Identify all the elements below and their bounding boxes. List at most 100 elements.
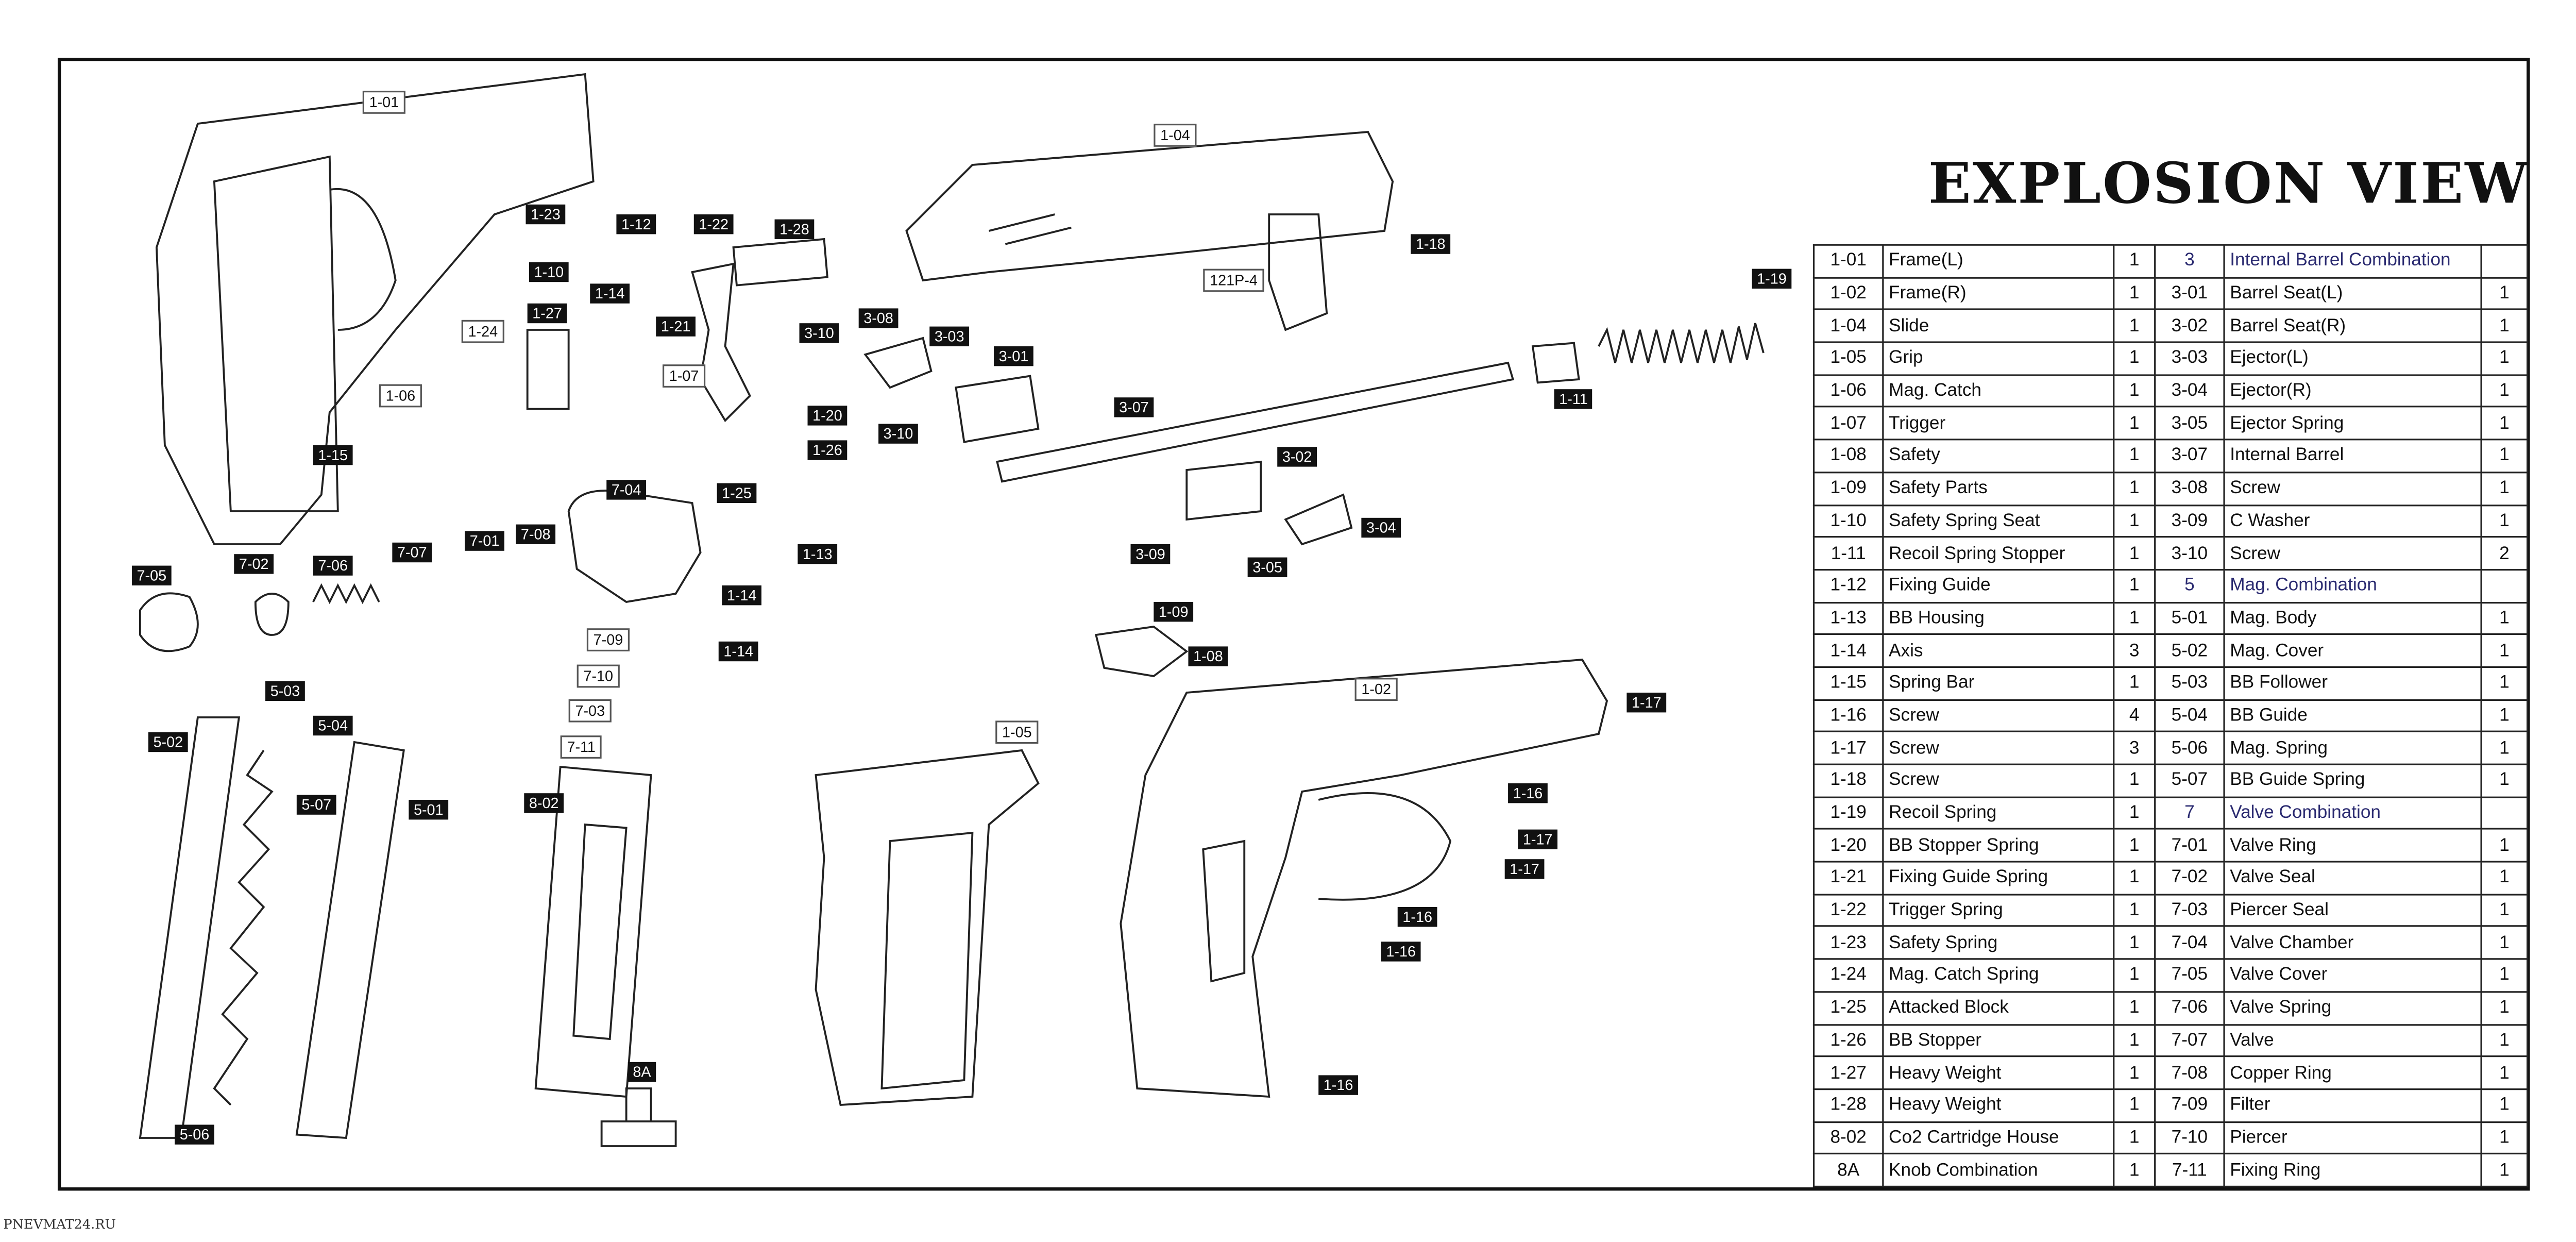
- callout-1-14: 1-14: [722, 585, 761, 606]
- callout-5-02: 5-02: [148, 732, 188, 752]
- part-qty: 1: [2480, 439, 2529, 473]
- callout-5-06: 5-06: [175, 1124, 214, 1145]
- part-qty: 1: [2480, 926, 2529, 960]
- part-name: Ejector(L): [2223, 341, 2482, 376]
- callout-7-03: 7-03: [568, 699, 612, 723]
- part-name: Barrel Seat(R): [2223, 309, 2482, 343]
- part-name: Heavy Weight: [1882, 1088, 2115, 1122]
- part-code: 1-26: [1812, 1023, 1884, 1058]
- part-qty: 1: [2480, 698, 2529, 733]
- part-code: 7-11: [2154, 1153, 2225, 1187]
- part-name: Piercer: [2223, 1120, 2482, 1155]
- part-name: BB Stopper Spring: [1882, 828, 2115, 863]
- part-qty: 3: [2113, 633, 2156, 668]
- part-name: Mag. Catch: [1882, 374, 2115, 408]
- part-code: 5-01: [2154, 601, 2225, 635]
- part-code: 3-03: [2154, 341, 2225, 376]
- part-code: 7-03: [2154, 893, 2225, 928]
- part-code: 7-09: [2154, 1088, 2225, 1122]
- part-code: 8-02: [1812, 1120, 1884, 1155]
- part-code: 3-07: [2154, 439, 2225, 473]
- part-qty: 1: [2480, 958, 2529, 993]
- part-name: Safety Parts: [1882, 471, 2115, 506]
- part-code: 1-12: [1812, 568, 1884, 603]
- part-name: Internal Barrel: [2223, 439, 2482, 473]
- part-name: Valve: [2223, 1023, 2482, 1058]
- callout-1-16: 1-16: [1508, 783, 1548, 803]
- part-qty: 2: [2480, 536, 2529, 570]
- callout-7-11: 7-11: [560, 735, 602, 759]
- part-qty: 1: [2113, 601, 2156, 635]
- callout-1-16: 1-16: [1381, 942, 1421, 962]
- part-qty: 1: [2480, 1120, 2529, 1155]
- callout-1-14: 1-14: [718, 641, 758, 662]
- callout-5-07: 5-07: [296, 795, 336, 815]
- part-name: Safety Spring: [1882, 926, 2115, 960]
- part-name: BB Housing: [1882, 601, 2115, 635]
- callout-1-17: 1-17: [1504, 859, 1545, 879]
- callout-3-02: 3-02: [1277, 447, 1317, 467]
- callout-1-18: 1-18: [1411, 234, 1451, 254]
- part-name: Safety Spring Seat: [1882, 503, 2115, 538]
- callout-1-27: 1-27: [527, 303, 567, 324]
- part-code: 3-08: [2154, 471, 2225, 506]
- part-code: 3-10: [2154, 536, 2225, 570]
- internal-barrel-drawing: [996, 361, 1515, 483]
- part-qty: 3: [2113, 731, 2156, 765]
- part-name: Screw: [1882, 731, 2115, 765]
- callout-1-12: 1-12: [616, 214, 656, 234]
- part-code: 1-15: [1812, 666, 1884, 700]
- part-name: Valve Combination: [2223, 796, 2482, 830]
- part-qty: [2480, 796, 2529, 830]
- callout-8-02: 8-02: [524, 793, 564, 813]
- callout-1-04: 1-04: [1154, 124, 1197, 147]
- callout-5-03: 5-03: [265, 681, 305, 701]
- part-qty: 1: [2480, 276, 2529, 311]
- callout-1-08: 1-08: [1188, 646, 1228, 666]
- part-code: 5-07: [2154, 763, 2225, 798]
- part-qty: 1: [2113, 893, 2156, 928]
- recoil-spring-drawing: [1598, 323, 1765, 363]
- part-qty: 1: [2480, 991, 2529, 1025]
- part-name: Slide: [1882, 309, 2115, 343]
- callout-1-01: 1-01: [362, 91, 406, 114]
- frame-right-drawing: [1120, 658, 1608, 1098]
- part-qty: 1: [2113, 503, 2156, 538]
- part-qty: 1: [2113, 763, 2156, 798]
- part-name: BB Stopper: [1882, 1023, 2115, 1058]
- part-name: BB Guide: [2223, 698, 2482, 733]
- part-qty: 1: [2113, 1088, 2156, 1122]
- part-code: 1-20: [1812, 828, 1884, 863]
- part-code: 7-04: [2154, 926, 2225, 960]
- part-code: 5-06: [2154, 731, 2225, 765]
- part-name: Recoil Spring Stopper: [1882, 536, 2115, 570]
- part-qty: 1: [2480, 309, 2529, 343]
- part-code: 1-16: [1812, 698, 1884, 733]
- valve-seal-drawing: [254, 593, 290, 636]
- part-qty: 1: [2480, 861, 2529, 895]
- part-name: Mag. Body: [2223, 601, 2482, 635]
- part-qty: 1: [2113, 341, 2156, 376]
- part-code: 5: [2154, 568, 2225, 603]
- part-code: 7-02: [2154, 861, 2225, 895]
- part-qty: 1: [2113, 1023, 2156, 1058]
- part-name: Copper Ring: [2223, 1055, 2482, 1090]
- part-qty: 1: [2113, 861, 2156, 895]
- callout-1-22: 1-22: [693, 214, 734, 234]
- callout-121P-4: 121P-4: [1203, 268, 1264, 292]
- callout-1-17: 1-17: [1626, 693, 1667, 713]
- valve-cover-drawing: [139, 592, 199, 652]
